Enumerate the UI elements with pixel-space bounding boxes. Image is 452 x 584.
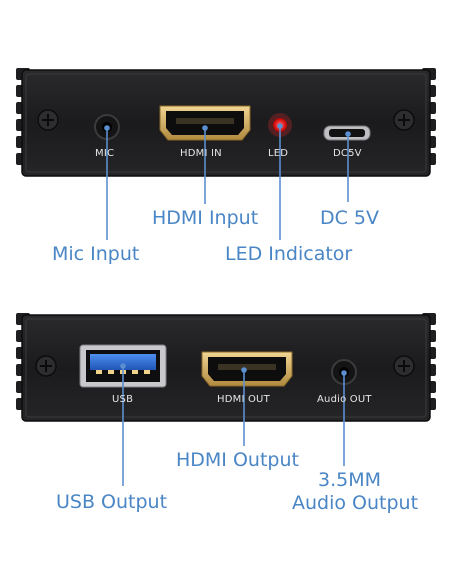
top-device-panel — [16, 68, 436, 240]
led-port-label: LED — [268, 148, 289, 159]
leader-lines-top — [104, 123, 351, 240]
hdmi-out-port-label: HDMI OUT — [217, 394, 270, 405]
dc-5v-callout: DC 5V — [320, 207, 380, 229]
hdmi-output-callout: HDMI Output — [176, 449, 299, 471]
screw-icon — [393, 109, 415, 131]
led-indicator-callout: LED Indicator — [225, 243, 353, 265]
audio-output-callout-line1: 3.5MM — [318, 469, 382, 491]
hdmi-in-port-label: HDMI IN — [180, 148, 222, 159]
screw-icon — [35, 355, 57, 377]
bottom-device-panel — [16, 313, 436, 486]
screw-icon — [37, 109, 59, 131]
hdmi-in-port-icon — [159, 105, 251, 141]
screw-icon — [393, 355, 415, 377]
mic-input-callout: Mic Input — [52, 243, 140, 265]
hdmi-out-port-icon — [201, 351, 293, 387]
usb-output-callout: USB Output — [56, 491, 168, 513]
mic-port-label: MIC — [95, 148, 115, 159]
usb-port-label: USB — [112, 394, 134, 405]
audio-out-port-label: Audio OUT — [317, 394, 372, 405]
dc-port-label: DC5V — [333, 148, 362, 159]
hdmi-input-callout: HDMI Input — [152, 207, 259, 229]
leader-lines-bottom — [120, 363, 347, 486]
audio-output-callout-line2: Audio Output — [292, 492, 419, 514]
